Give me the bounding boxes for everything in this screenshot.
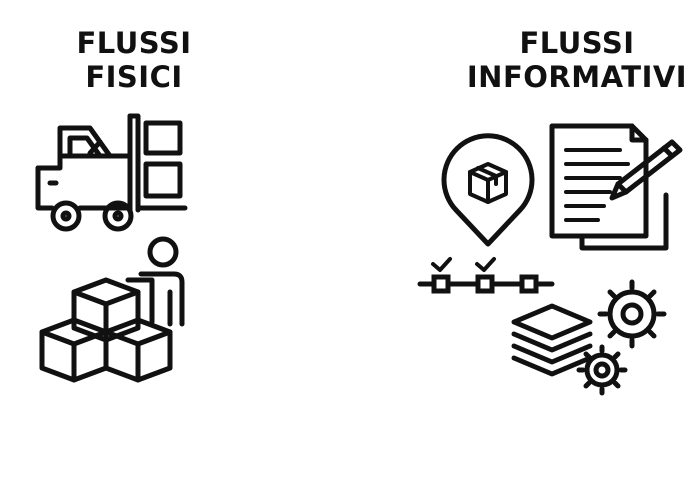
checked-timeline-icon bbox=[416, 256, 556, 302]
document-pen-icon bbox=[548, 120, 688, 264]
title-line-1: FLUSSI bbox=[519, 26, 635, 60]
title-line-1: FLUSSI bbox=[76, 26, 192, 60]
gears-icon bbox=[576, 279, 676, 404]
layers-icon bbox=[508, 300, 598, 384]
title-flussi-fisici: FLUSSI FISICI bbox=[64, 26, 204, 94]
title-line-2: FISICI bbox=[85, 60, 183, 94]
location-package-icon bbox=[438, 133, 538, 255]
person-with-boxes-icon bbox=[36, 232, 196, 386]
forklift-icon bbox=[30, 108, 195, 242]
title-line-2: INFORMATIVI bbox=[466, 60, 688, 94]
title-flussi-informativi: FLUSSI INFORMATIVI bbox=[462, 26, 692, 94]
